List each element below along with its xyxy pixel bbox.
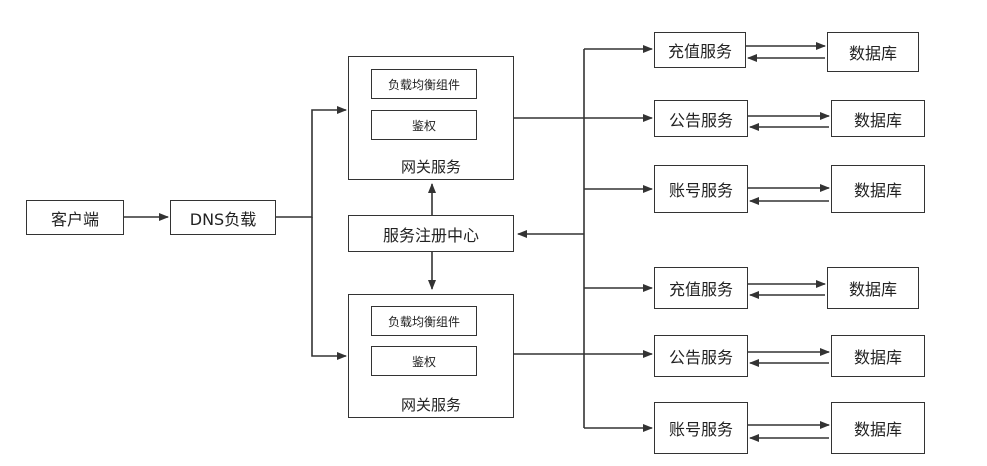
service-node-account: 账号服务 <box>654 402 748 454</box>
database-node: 数据库 <box>827 267 919 309</box>
gateway-service-2: 负载均衡组件 鉴权 网关服务 <box>348 294 514 418</box>
gateway-service-1: 负载均衡组件 鉴权 网关服务 <box>348 56 514 180</box>
load-balancer-component: 负载均衡组件 <box>371 306 477 336</box>
service-node-notice: 公告服务 <box>654 100 748 137</box>
service-node-notice: 公告服务 <box>654 335 748 377</box>
auth-component: 鉴权 <box>371 346 477 376</box>
load-balancer-component: 负载均衡组件 <box>371 69 477 99</box>
service-registry-node: 服务注册中心 <box>348 215 514 252</box>
database-node: 数据库 <box>831 335 925 377</box>
database-node: 数据库 <box>831 100 925 137</box>
client-node: 客户端 <box>26 200 124 235</box>
service-node-recharge: 充值服务 <box>654 32 746 68</box>
gateway-title: 网关服务 <box>400 396 461 414</box>
auth-component: 鉴权 <box>371 110 477 140</box>
database-node: 数据库 <box>831 165 925 213</box>
gateway-title: 网关服务 <box>400 158 461 176</box>
database-node: 数据库 <box>831 402 925 454</box>
dns-load-balancer-node: DNS负载 <box>170 200 276 235</box>
database-node: 数据库 <box>827 32 919 72</box>
service-node-account: 账号服务 <box>654 165 748 213</box>
service-node-recharge: 充值服务 <box>654 267 748 309</box>
